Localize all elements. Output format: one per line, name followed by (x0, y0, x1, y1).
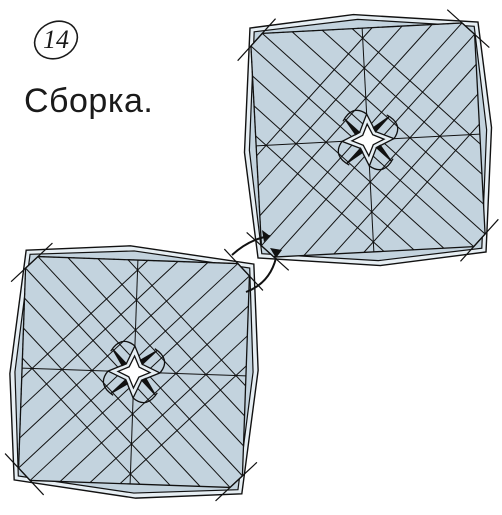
origami-unit-upper (236, 8, 501, 273)
origami-unit-lower (4, 242, 265, 503)
step-number-badge: 14 (30, 14, 82, 66)
step-number: 14 (30, 14, 82, 66)
step-caption: Сборка. (24, 82, 153, 121)
